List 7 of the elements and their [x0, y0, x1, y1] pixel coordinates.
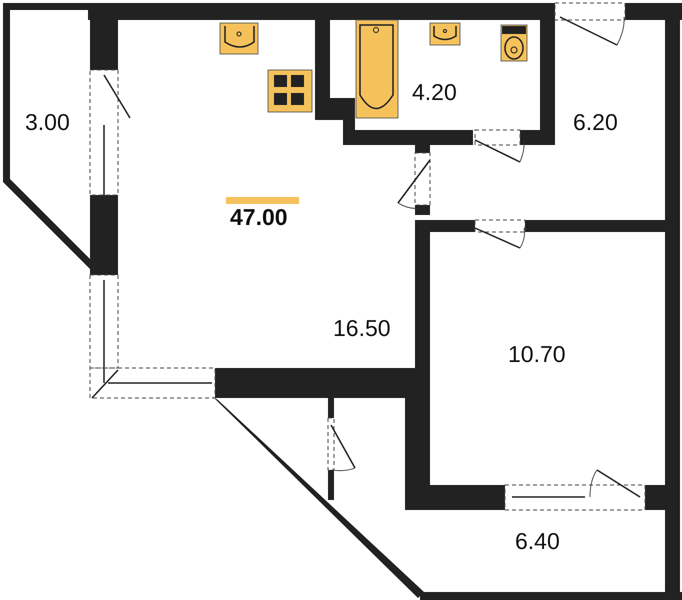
area-label: 10.70 [508, 343, 566, 366]
area-label: 3.00 [25, 111, 70, 134]
area-label: 16.50 [333, 317, 391, 340]
area-label: 6.40 [515, 530, 560, 553]
area-label: 4.20 [412, 81, 457, 104]
area-label: 6.20 [573, 111, 618, 134]
total-area-label: 47.00 [230, 206, 288, 229]
